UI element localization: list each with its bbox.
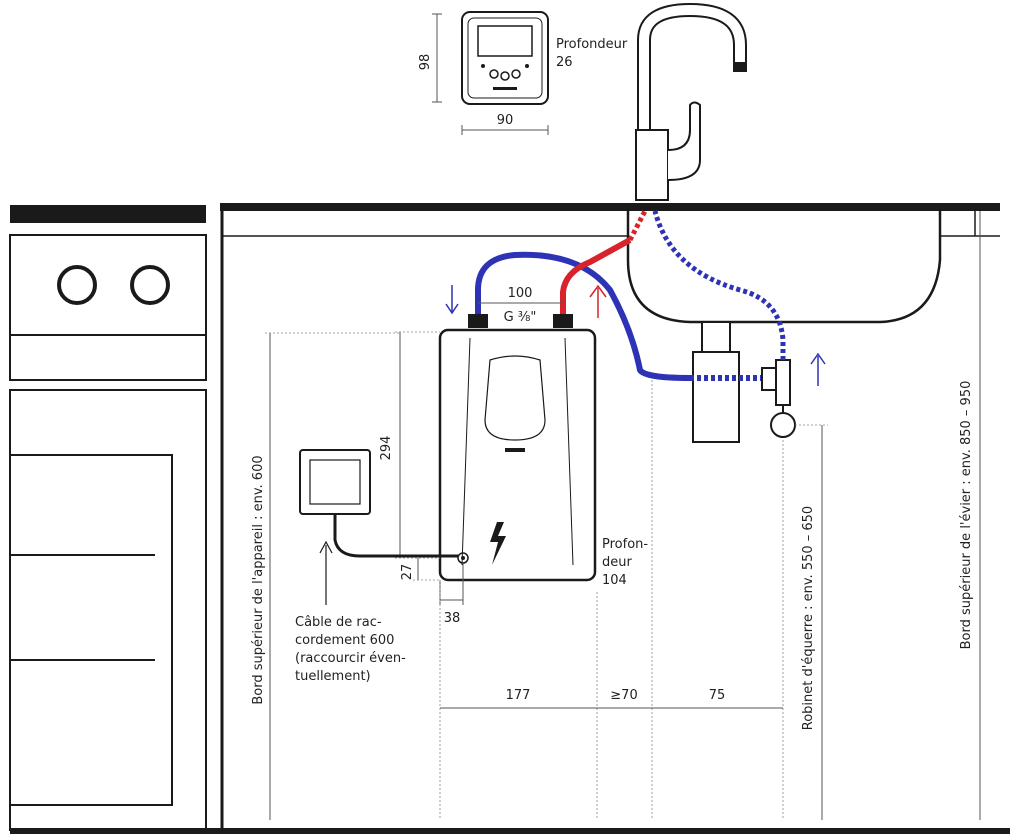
- cold-flow-down-arrow-icon: [445, 285, 459, 315]
- cold-flow-up-arrow-icon: [810, 352, 826, 386]
- heater-display-window-icon: [484, 355, 546, 441]
- control-panel: 98 90 Profondeur 26: [418, 11, 628, 135]
- pipe-spacing-dimension: 100 G ⅜": [478, 286, 563, 325]
- lightning-bolt-icon: [490, 522, 506, 565]
- side-offset-label: 38: [444, 611, 461, 626]
- stove: [9, 205, 207, 831]
- heater-depth-line2: deur: [602, 555, 632, 570]
- panel-depth-label-line1: Profondeur: [556, 37, 628, 52]
- heater-height-label: 294: [379, 436, 394, 461]
- bottom-offset-label: 27: [400, 564, 415, 581]
- cable-label-line2: cordement 600: [295, 633, 394, 648]
- cold-fitting-icon: [468, 314, 488, 328]
- hot-fitting-icon: [553, 314, 573, 328]
- dim-177-label: 177: [506, 688, 531, 703]
- heater-depth-line3: 104: [602, 573, 627, 588]
- sink-top-label: Bord supérieur de l'évier : env. 850 – 9…: [959, 381, 974, 650]
- faucet-icon: [635, 2, 747, 201]
- water-heater: Profon- deur 104: [438, 328, 648, 588]
- heater-height-dimension: 294 27 38: [379, 331, 464, 626]
- stove-knob-icon: [130, 265, 170, 305]
- hot-flow-up-arrow-icon: [589, 284, 607, 318]
- counter-cabinet: [10, 203, 1010, 834]
- dim-70-label: ≥70: [610, 688, 637, 703]
- power-cable: [333, 514, 458, 558]
- thread-label: G ⅜": [504, 310, 537, 325]
- cable-label-line3: (raccourcir éven-: [295, 651, 406, 666]
- vertical-dimensions: Bord supérieur de l'appareil : env. 600 …: [251, 211, 981, 820]
- dim-75-label: 75: [709, 688, 726, 703]
- panel-depth-label-line2: 26: [556, 55, 573, 70]
- sink: [626, 211, 942, 443]
- panel-height-label: 98: [418, 54, 433, 71]
- cable-label-line1: Câble de rac-: [295, 615, 382, 630]
- appliance-top-label: Bord supérieur de l'appareil : env. 600: [251, 455, 266, 704]
- heater-depth-line1: Profon-: [602, 537, 648, 552]
- panel-width-label: 90: [497, 113, 514, 128]
- pipe-spacing-label: 100: [508, 286, 533, 301]
- stove-knob-icon: [57, 265, 97, 305]
- bottom-dimensions: 177 ≥70 75: [439, 380, 784, 820]
- cable-label-line4: tuellement): [295, 669, 371, 684]
- display-screen-icon: [477, 25, 533, 57]
- pipes: [445, 209, 826, 438]
- angle-valve-label: Robinet d'équerre : env. 550 – 650: [801, 506, 816, 730]
- wall-socket: Câble de rac- cordement 600 (raccourcir …: [295, 449, 458, 684]
